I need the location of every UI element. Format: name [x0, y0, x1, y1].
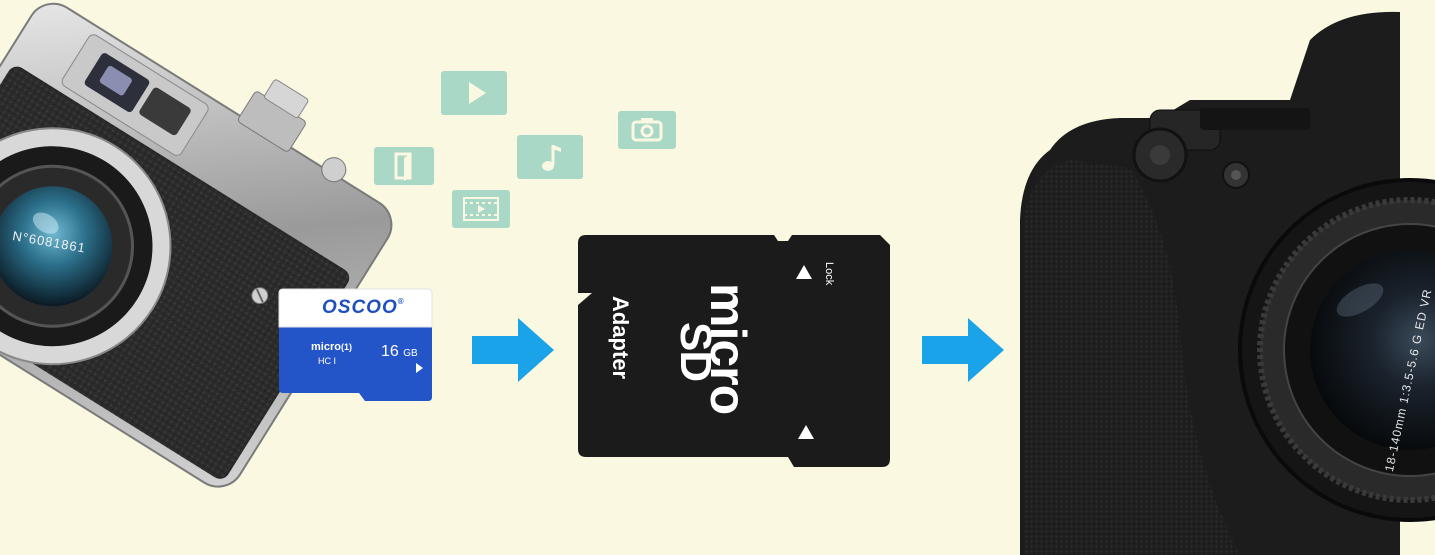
lock-label: Lock — [823, 262, 835, 286]
card-micro-label: micro(1) — [311, 341, 352, 353]
card-hc-label: HC I — [318, 356, 337, 366]
sd-adapter — [578, 235, 890, 467]
music-icon — [517, 135, 583, 179]
arrow-right-icon — [472, 318, 554, 382]
rangefinder-camera — [0, 0, 393, 555]
card-brand-logo: OSCOO® — [322, 297, 405, 318]
adapter-label: Adapter — [608, 296, 633, 380]
camera-icon — [618, 111, 676, 149]
play-icon — [441, 71, 507, 115]
dslr-camera — [1010, 0, 1435, 555]
microsd-logo-sd: SD — [671, 322, 720, 382]
micro-sd-card — [278, 288, 433, 401]
arrow-right-icon — [922, 318, 1004, 382]
film-icon — [452, 190, 510, 228]
card-capacity: 16 GB — [381, 343, 418, 360]
book-icon — [374, 147, 434, 185]
